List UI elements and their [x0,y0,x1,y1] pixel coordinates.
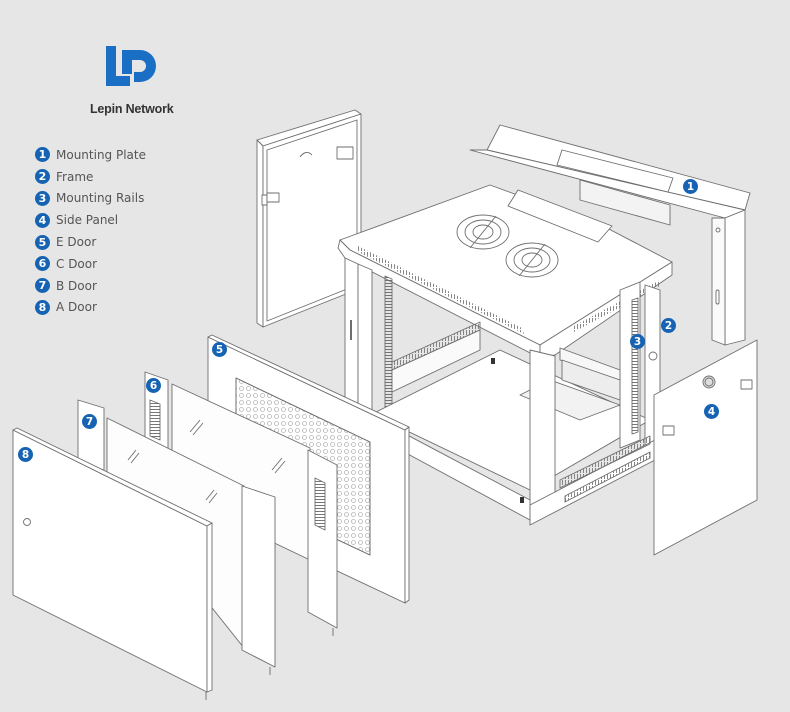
side-panel [653,339,758,556]
callout-frame: 2 [661,318,676,333]
callout-a-door: 8 [18,447,33,462]
callout-mounting-rails: 3 [630,334,645,349]
fan-grille-right [505,242,559,278]
number-badge: 8 [35,299,50,315]
c-door [144,371,338,636]
lepin-logo-icon [106,46,156,86]
legend-item: 2 Frame [35,166,146,188]
brand-name: Lepin Network [90,102,174,116]
number-badge: 4 [35,212,50,228]
legend-item: 4 Side Panel [35,209,146,231]
number-badge: 5 [35,234,50,250]
legend-label: B Door [56,278,97,293]
legend-label: E Door [56,235,97,250]
number-badge: 1 [35,147,50,163]
legend-item: 8 A Door [35,297,146,319]
a-door [12,427,213,700]
legend-item: 3 Mounting Rails [35,188,146,210]
callout-b-door: 7 [82,414,97,429]
legend-item: 7 B Door [35,275,146,297]
number-badge: 2 [35,169,50,185]
legend-item: 6 C Door [35,253,146,275]
back-panel [256,109,362,328]
legend-item: 5 E Door [35,231,146,253]
parts-legend: 1 Mounting Plate 2 Frame 3 Mounting Rails 4… [35,144,146,318]
legend-item: 1 Mounting Plate [35,144,146,166]
fan-grille-left [456,214,510,250]
legend-label: A Door [56,300,97,315]
callout-side-panel: 4 [704,404,719,419]
callout-e-door: 5 [212,342,227,357]
callout-c-door: 6 [146,378,161,393]
brand-logo: Lepin Network [90,44,190,116]
number-badge: 3 [35,190,50,206]
legend-label: C Door [56,256,98,271]
number-badge: 6 [35,256,50,272]
legend-label: Frame [56,169,94,184]
legend-label: Mounting Plate [56,147,146,162]
callout-mounting-plate: 1 [683,179,698,194]
legend-label: Side Panel [56,213,119,228]
legend-label: Mounting Rails [56,191,145,206]
number-badge: 7 [35,278,50,294]
